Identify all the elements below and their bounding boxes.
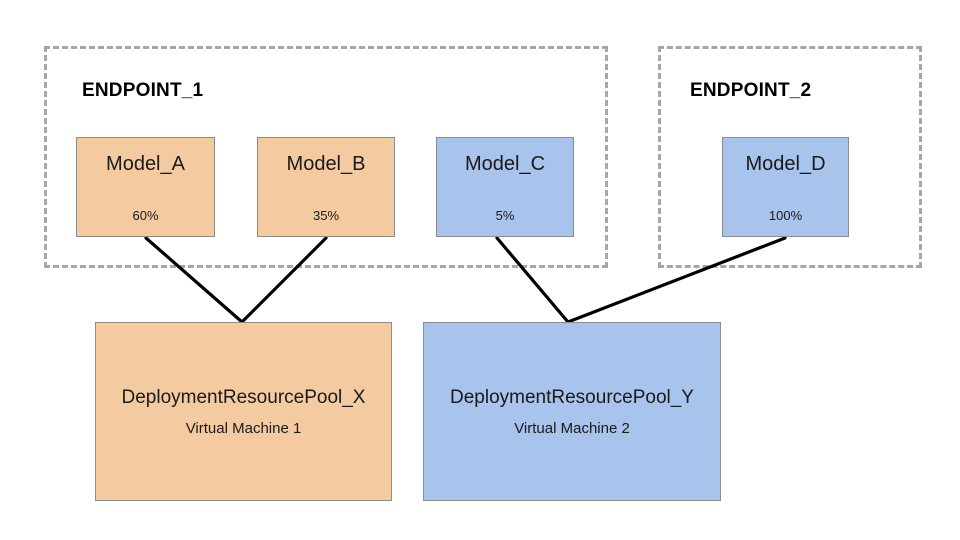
model-b-traffic-split: 35% <box>312 208 340 223</box>
pool-x-machine: Virtual Machine 1 <box>185 419 302 437</box>
pool-box-deploymentresourcepool-y[interactable]: DeploymentResourcePool_Y Virtual Machine… <box>423 322 721 501</box>
model-box-model-c[interactable]: Model_C 5% <box>436 137 574 237</box>
model-box-model-d[interactable]: Model_D 100% <box>722 137 849 237</box>
pool-y-machine: Virtual Machine 2 <box>514 419 630 437</box>
model-box-model-a[interactable]: Model_A 60% <box>76 137 215 237</box>
pool-box-deploymentresourcepool-x[interactable]: DeploymentResourcePool_X Virtual Machine… <box>95 322 392 501</box>
model-c-name: Model_C <box>464 153 546 175</box>
model-a-traffic-split: 60% <box>132 208 159 223</box>
model-c-traffic-split: 5% <box>495 208 515 223</box>
model-d-name: Model_D <box>745 153 826 175</box>
endpoint-group-2 <box>658 46 922 268</box>
model-box-model-b[interactable]: Model_B 35% <box>257 137 395 237</box>
endpoint-1-label: ENDPOINT_1 <box>82 80 204 101</box>
model-b-name: Model_B <box>286 153 366 175</box>
model-a-name: Model_A <box>106 153 185 175</box>
endpoint-2-label: ENDPOINT_2 <box>690 80 812 101</box>
model-d-traffic-split: 100% <box>768 208 803 223</box>
pool-y-name: DeploymentResourcePool_Y <box>450 386 694 408</box>
pool-x-name: DeploymentResourcePool_X <box>121 386 366 408</box>
